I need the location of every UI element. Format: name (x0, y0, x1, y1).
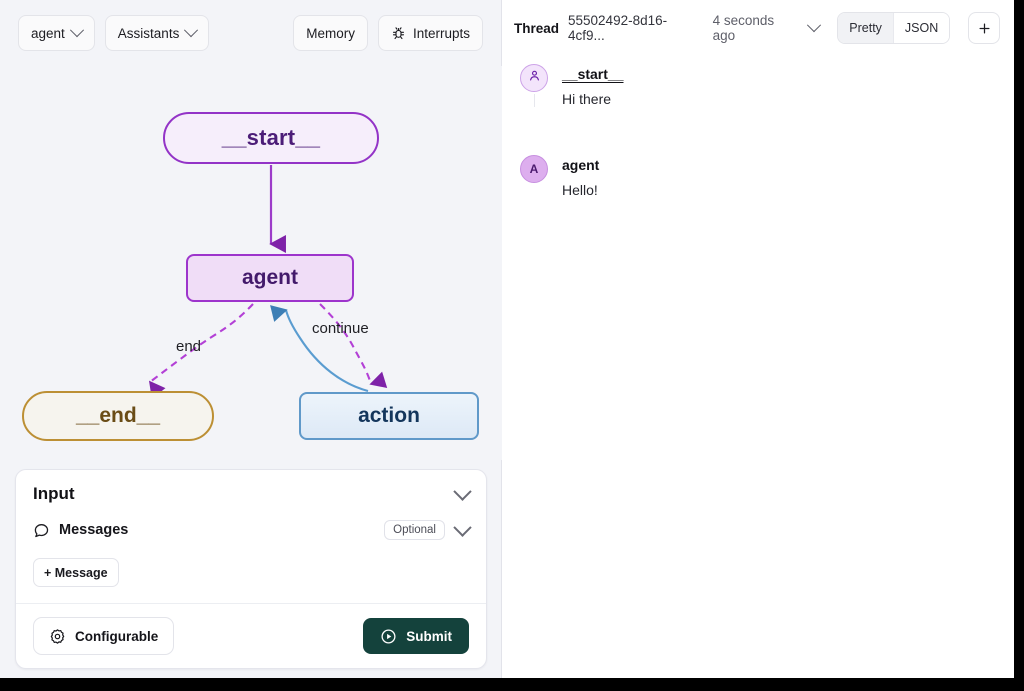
chevron-down-icon (69, 23, 84, 38)
chevron-down-icon[interactable] (453, 517, 472, 537)
messages-field-row: Messages Optional (33, 517, 472, 540)
add-message-button[interactable]: + Message (33, 558, 119, 587)
interrupts-button[interactable]: Interrupts (377, 15, 483, 51)
message-item: __start__ Hi there (502, 64, 1014, 107)
plus-icon (977, 21, 992, 36)
chevron-down-icon[interactable] (453, 481, 472, 501)
bug-icon (391, 26, 406, 41)
thread-header: Thread 55502492-8d16-4cf9... 4 seconds a… (502, 0, 1014, 56)
gear-icon (49, 628, 66, 645)
message-list: __start__ Hi there A agent Hello! (502, 56, 1014, 198)
graph-node-end[interactable]: __end__ (22, 391, 214, 441)
message-role: agent (562, 157, 600, 173)
add-message-label: + Message (44, 565, 108, 580)
interrupts-label: Interrupts (412, 25, 470, 41)
message-body: agent Hello! (562, 155, 599, 198)
configurable-label: Configurable (75, 628, 159, 644)
messages-field-left: Messages (33, 522, 128, 539)
input-header: Input (33, 481, 472, 504)
memory-label: Memory (306, 25, 355, 41)
input-title: Input (33, 484, 75, 503)
user-icon (527, 68, 542, 88)
new-thread-button[interactable] (968, 12, 1000, 44)
chevron-down-icon[interactable] (807, 18, 822, 33)
avatar-letter: A (529, 162, 539, 176)
edge-action-agent (270, 305, 369, 393)
play-circle-icon (380, 628, 397, 645)
graph-node-agent[interactable]: agent (186, 254, 354, 302)
graph-node-end-label: __end__ (75, 404, 161, 427)
thread-timestamp: 4 seconds ago (712, 13, 775, 43)
thread-id: 55502492-8d16-4cf9... (568, 13, 668, 43)
message-body: __start__ Hi there (562, 64, 624, 107)
graph-node-action-label: action (358, 404, 420, 427)
app-window: agent Assistants Memory Interrupts (0, 0, 1014, 678)
message-text: Hello! (562, 182, 598, 198)
view-mode-toggle: Pretty JSON (837, 12, 951, 44)
configurable-button[interactable]: Configurable (33, 617, 175, 655)
message-item: A agent Hello! (502, 155, 1014, 198)
graph-panel: agent Assistants Memory Interrupts (0, 0, 502, 678)
input-card-body: Input Messages Optional (16, 470, 486, 603)
view-mode-json[interactable]: JSON (892, 13, 950, 43)
edge-label-end: end (176, 338, 202, 355)
message-spacer (502, 107, 1014, 155)
assistants-select-button[interactable]: Assistants (104, 15, 210, 51)
submit-button[interactable]: Submit (363, 618, 469, 654)
view-mode-pretty[interactable]: Pretty (838, 13, 893, 43)
graph-node-agent-label: agent (241, 266, 298, 289)
avatar: A (520, 155, 548, 183)
messages-field-label: Messages (59, 522, 129, 538)
edge-agent-action (319, 303, 388, 389)
edge-label-continue: continue (312, 320, 369, 337)
thread-panel: Thread 55502492-8d16-4cf9... 4 seconds a… (502, 0, 1014, 678)
message-text: Hi there (562, 91, 612, 107)
thread-label: Thread (514, 20, 560, 36)
thread-rail (534, 94, 535, 107)
graph-canvas[interactable]: __start__ agent __end__ action end conti… (0, 66, 502, 460)
input-footer: Configurable Submit (16, 603, 486, 668)
submit-label: Submit (406, 628, 452, 644)
memory-button[interactable]: Memory (293, 15, 368, 51)
chevron-down-icon (184, 23, 199, 38)
chat-bubble-icon (33, 522, 50, 539)
graph-edges (148, 165, 388, 399)
messages-field-right: Optional (384, 517, 472, 540)
message-role: __start__ (562, 66, 624, 82)
edge-agent-end (148, 303, 254, 399)
assistants-select-label: Assistants (117, 25, 180, 41)
graph-node-action[interactable]: action (299, 392, 479, 440)
optional-badge: Optional (384, 520, 445, 540)
avatar (520, 64, 548, 92)
input-card: Input Messages Optional (15, 469, 487, 669)
graph-select-button[interactable]: agent (18, 15, 95, 51)
graph-select-label: agent (31, 25, 65, 41)
graph-toolbar: agent Assistants Memory Interrupts (0, 0, 501, 66)
graph-node-start-label: __start__ (221, 125, 321, 150)
graph-node-start[interactable]: __start__ (163, 112, 379, 164)
